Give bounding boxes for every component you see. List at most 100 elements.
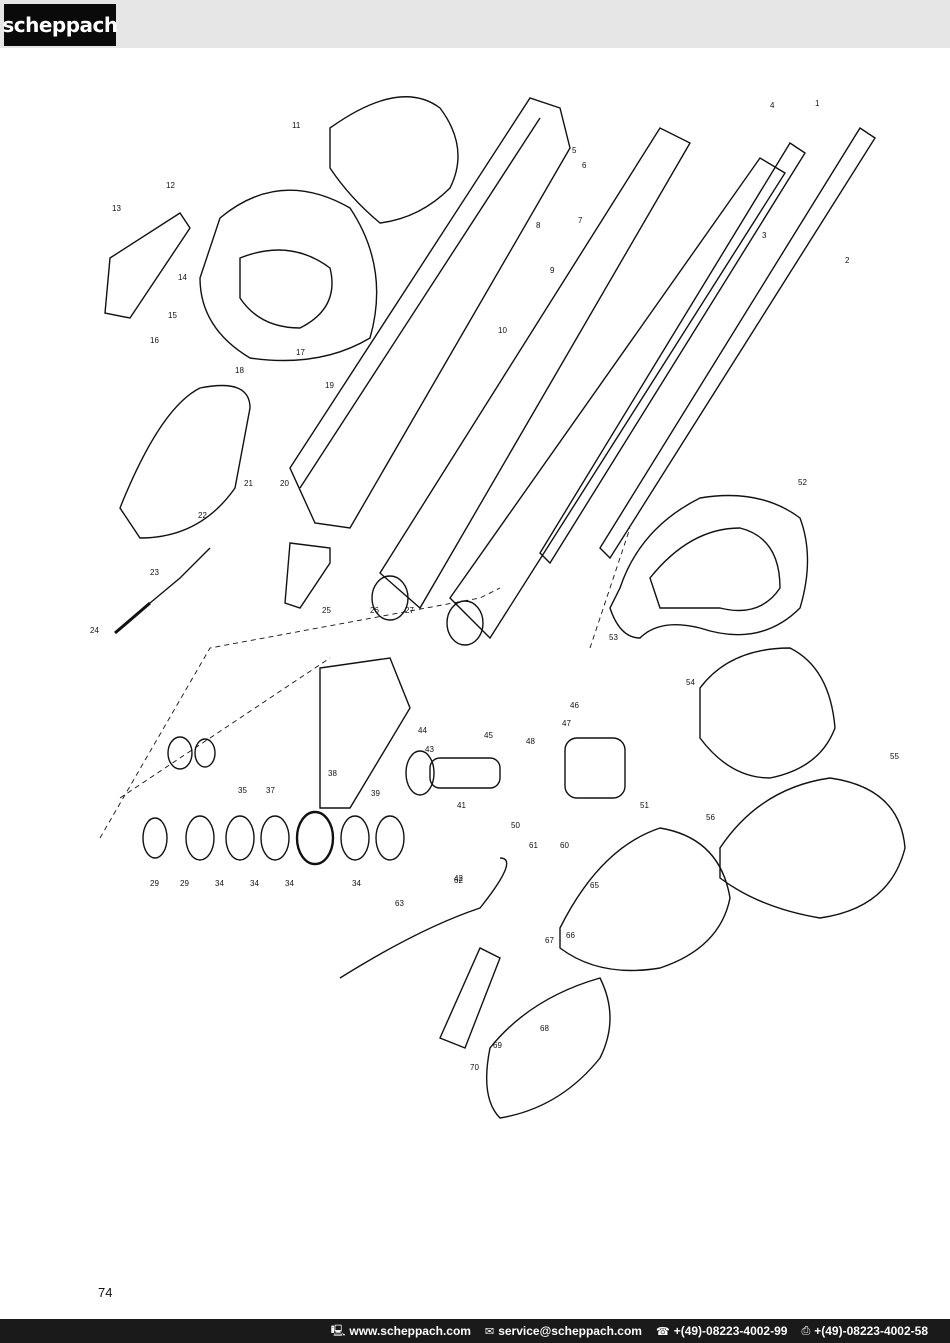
callout-24: 24 (90, 626, 99, 635)
assembly-guide-line-3 (589, 527, 631, 649)
lower-blade-shape (449, 157, 786, 640)
callout-6: 6 (582, 161, 587, 170)
footer-fax: ⎙ +(49)-08223-4002-58 (801, 1324, 928, 1338)
callout-29: 29 (150, 879, 159, 888)
brand-logo: scheppach (2, 4, 118, 46)
callout-54: 54 (686, 678, 695, 687)
callout-5: 5 (572, 146, 577, 155)
stator-shape (564, 737, 626, 799)
power-cable-shape (149, 547, 211, 604)
page-number: 74 (98, 1285, 113, 1300)
mail-icon: ✉ (484, 1324, 495, 1338)
phone-text: +(49)-08223-4002-99 (673, 1324, 788, 1338)
spring-shape (194, 738, 216, 768)
blade-rail-shape (289, 97, 571, 529)
callout-34: 34 (250, 879, 259, 888)
callout-61: 61 (529, 841, 538, 850)
footer-email[interactable]: ✉ service@scheppach.com (485, 1324, 642, 1338)
main-gear-shape (295, 810, 335, 866)
callout-48: 48 (526, 737, 535, 746)
side-plate-shape (104, 212, 191, 319)
callout-52: 52 (798, 478, 807, 487)
fax-icon: ⎙ (801, 1324, 811, 1337)
callout-25: 25 (322, 606, 331, 615)
callout-18: 18 (235, 366, 244, 375)
callout-8: 8 (536, 221, 541, 230)
header-bar: scheppach (0, 0, 950, 48)
callout-19: 19 (325, 381, 334, 390)
callout-53: 53 (609, 633, 618, 642)
callout-62: 62 (454, 876, 463, 885)
washer-2-shape (260, 815, 290, 861)
callout-44: 44 (418, 726, 427, 735)
plug-shape (114, 601, 151, 635)
callout-43: 43 (425, 745, 434, 754)
callout-10: 10 (498, 326, 507, 335)
front-housing-inner-shape (239, 249, 333, 329)
gear-small-shape (185, 815, 215, 861)
callout-20: 20 (280, 479, 289, 488)
callout-45: 45 (484, 731, 493, 740)
callout-22: 22 (198, 511, 207, 520)
footer-phone: ☎ +(49)-08223-4002-99 (656, 1324, 787, 1338)
callout-27: 27 (405, 606, 414, 615)
email-text: service@scheppach.com (498, 1324, 642, 1338)
callout-3: 3 (762, 231, 767, 240)
callout-4: 4 (770, 101, 775, 110)
armature-fan-shape (405, 750, 435, 796)
callout-9: 9 (550, 266, 555, 275)
circlip-shape (167, 736, 193, 770)
main-housing-shape (559, 827, 731, 972)
rear-grip-shape (719, 777, 906, 919)
callout-34: 34 (352, 879, 361, 888)
washer-1-shape (225, 815, 255, 861)
callout-35: 35 (238, 786, 247, 795)
callout-60: 60 (560, 841, 569, 850)
callout-7: 7 (578, 216, 583, 225)
callout-14: 14 (178, 273, 187, 282)
callout-41: 41 (457, 801, 466, 810)
blade-ring-right (446, 600, 484, 646)
handle-cover-shape (119, 384, 251, 539)
lower-housing-shape (485, 977, 611, 1119)
bearing-shape (142, 817, 168, 859)
rear-handle-frame-shape (609, 494, 809, 639)
callout-56: 56 (706, 813, 715, 822)
footer-bar: 🖳 www.scheppach.com ✉ service@scheppach.… (0, 1319, 950, 1343)
diagram-svg: 1234567891011121314151617181920212223242… (90, 96, 906, 1119)
callout-21: 21 (244, 479, 253, 488)
callout-42: 42 (454, 874, 463, 883)
callout-34: 34 (215, 879, 224, 888)
callout-39: 39 (371, 789, 380, 798)
assembly-guide-line-2 (119, 657, 331, 799)
callout-2: 2 (845, 256, 850, 265)
grip-frame-shape (699, 647, 836, 779)
callout-13: 13 (112, 204, 121, 213)
washer-3-shape (340, 815, 370, 861)
trigger-lever-shape (439, 947, 501, 1049)
front-housing-shape (199, 189, 378, 362)
callout-66: 66 (566, 931, 575, 940)
rear-handle-inner-shape (649, 527, 781, 612)
gear-plate-shape (319, 657, 411, 809)
callout-55: 55 (890, 752, 899, 761)
callout-47: 47 (562, 719, 571, 728)
callout-labels: 1234567891011121314151617181920212223242… (90, 99, 899, 1072)
bracket-shape (284, 542, 331, 609)
assembly-guide-line-1 (99, 587, 501, 839)
armature-body-shape (429, 757, 501, 789)
guide-bar-shape (539, 142, 806, 565)
callout-51: 51 (640, 801, 649, 810)
callout-23: 23 (150, 568, 159, 577)
callout-65: 65 (590, 881, 599, 890)
fax-text: +(49)-08223-4002-58 (814, 1324, 928, 1338)
upper-blade-shape (379, 127, 691, 610)
callout-37: 37 (266, 786, 275, 795)
callout-11: 11 (292, 121, 301, 130)
callout-1: 1 (815, 99, 820, 108)
callout-50: 50 (511, 821, 520, 830)
callout-34: 34 (285, 879, 294, 888)
callout-16: 16 (150, 336, 159, 345)
footer-website[interactable]: 🖳 www.scheppach.com (331, 1322, 471, 1341)
website-text: www.scheppach.com (349, 1324, 471, 1338)
